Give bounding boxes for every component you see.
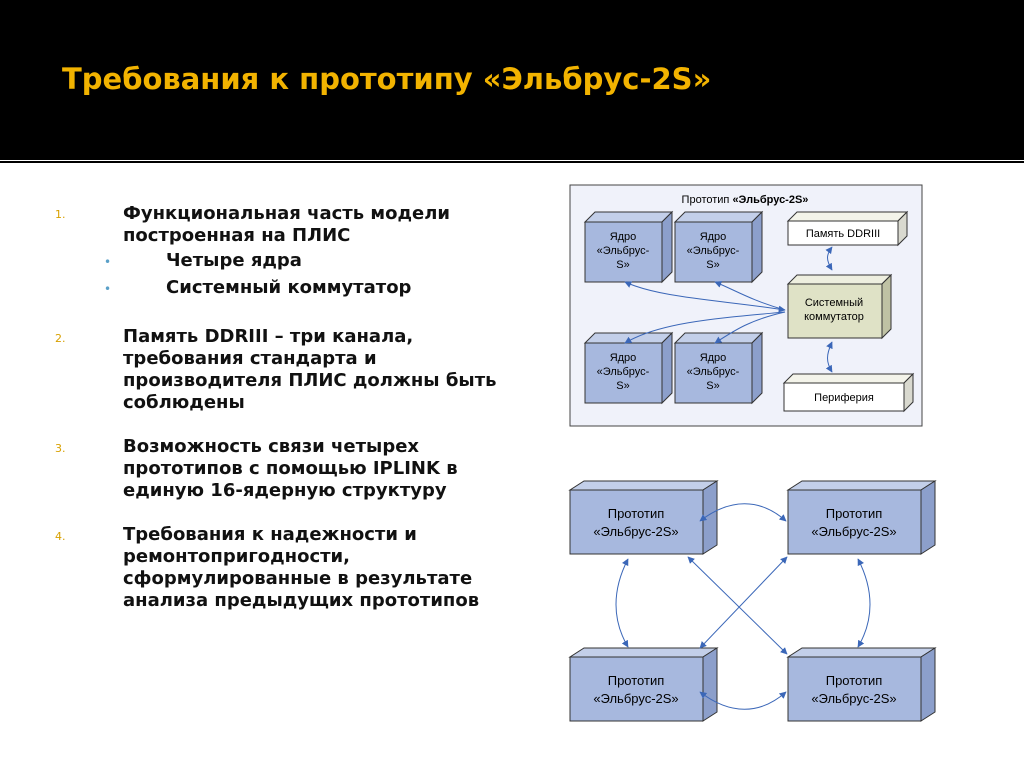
list-item-3-line-3: единую 16-ядерную структуру bbox=[123, 480, 447, 501]
svg-text:«Эльбрус-: «Эльбрус- bbox=[597, 366, 650, 378]
svg-text:Прототип: Прототип bbox=[608, 673, 665, 688]
svg-text:Ядро: Ядро bbox=[700, 352, 727, 364]
list-number-2: 2. bbox=[55, 332, 66, 345]
sub-item-2: Системный коммутатор bbox=[166, 277, 412, 298]
list-item-4-line-4: анализа предыдущих прототипов bbox=[123, 590, 480, 611]
svg-text:Системный: Системный bbox=[805, 297, 863, 309]
svg-text:«Эльбрус-: «Эльбрус- bbox=[687, 245, 740, 257]
list-item-4-text: Требования к надежности и ремонтопригодн… bbox=[123, 524, 513, 612]
iplink-connections bbox=[615, 503, 871, 710]
list-number-1: 1. bbox=[55, 208, 66, 221]
list-item-2-line-4: соблюдены bbox=[123, 392, 245, 413]
list-item-3-text: Возможность связи четырех прототипов с п… bbox=[123, 436, 513, 502]
bullet-icon: • bbox=[104, 282, 112, 296]
periphery-block: Периферия bbox=[782, 372, 915, 413]
svg-text:Прототип: Прототип bbox=[826, 506, 883, 521]
list-number-3: 3. bbox=[55, 442, 66, 455]
prototype-node-bottom-left: Прототип «Эльбрус-2S» bbox=[568, 647, 719, 722]
memory-block: Память DDRIII bbox=[786, 210, 909, 247]
svg-text:коммутатор: коммутатор bbox=[804, 311, 864, 323]
prototype-node-bottom-right: Прототип «Эльбрус-2S» bbox=[786, 647, 937, 722]
slide-title: Требования к прототипу «Эльбрус-2S» bbox=[62, 62, 712, 96]
svg-text:S»: S» bbox=[616, 380, 629, 392]
svg-text:S»: S» bbox=[616, 259, 629, 271]
core-cube-1: Ядро «Эльбрус- S» bbox=[583, 210, 674, 284]
svg-text:Периферия: Периферия bbox=[814, 392, 874, 404]
sub-item-1: Четыре ядра bbox=[166, 250, 302, 271]
list-item-4-line-1: Требования к надежности и bbox=[123, 524, 417, 545]
prototype-node-top-left: Прототип «Эльбрус-2S» bbox=[568, 480, 719, 555]
svg-text:Ядро: Ядро bbox=[700, 231, 727, 243]
svg-text:«Эльбрус-2S»: «Эльбрус-2S» bbox=[811, 524, 896, 539]
svg-text:«Эльбрус-2S»: «Эльбрус-2S» bbox=[593, 524, 678, 539]
bullet-icon: • bbox=[104, 255, 112, 269]
list-item-4-line-3: сформулированные в результате bbox=[123, 568, 473, 589]
list-item-4-line-2: ремонтопригодности, bbox=[123, 546, 351, 567]
svg-text:Прототип: Прототип bbox=[826, 673, 883, 688]
list-number-4: 4. bbox=[55, 530, 66, 543]
prototype-panel-title: Прототип «Эльбрус-2S» bbox=[682, 194, 809, 206]
svg-text:«Эльбрус-: «Эльбрус- bbox=[687, 366, 740, 378]
header-divider bbox=[0, 161, 1024, 163]
svg-text:S»: S» bbox=[706, 380, 719, 392]
list-item-2-line-3: производителя ПЛИС должны быть bbox=[123, 370, 497, 391]
svg-text:Прототип: Прототип bbox=[608, 506, 665, 521]
core-cube-3: Ядро «Эльбрус- S» bbox=[583, 331, 674, 405]
list-item-1-line-2: построенная на ПЛИС bbox=[123, 225, 351, 246]
slide-header bbox=[0, 0, 1024, 160]
prototype-connections bbox=[624, 246, 833, 373]
system-switch-block: Системный коммутатор bbox=[786, 273, 893, 340]
list-item-2-line-1: Память DDRIII – три канала, bbox=[123, 326, 414, 347]
list-item-2-text: Память DDRIII – три канала, требования с… bbox=[123, 326, 513, 414]
svg-text:Ядро: Ядро bbox=[610, 231, 637, 243]
svg-text:«Эльбрус-: «Эльбрус- bbox=[597, 245, 650, 257]
prototype-node-top-right: Прототип «Эльбрус-2S» bbox=[786, 480, 937, 555]
svg-text:Ядро: Ядро bbox=[610, 352, 637, 364]
core-cube-2: Ядро «Эльбрус- S» bbox=[673, 210, 764, 284]
svg-text:Память DDRIII: Память DDRIII bbox=[806, 228, 880, 240]
list-item-3-line-2: прототипов с помощью IPLINK в bbox=[123, 458, 458, 479]
list-item-1-line-1: Функциональная часть модели bbox=[123, 203, 450, 224]
core-cube-4: Ядро «Эльбрус- S» bbox=[673, 331, 764, 405]
svg-text:S»: S» bbox=[706, 259, 719, 271]
svg-text:«Эльбрус-2S»: «Эльбрус-2S» bbox=[593, 691, 678, 706]
list-item-2-line-2: требования стандарта и bbox=[123, 348, 377, 369]
svg-text:«Эльбрус-2S»: «Эльбрус-2S» bbox=[811, 691, 896, 706]
list-item-1-text: Функциональная часть модели построенная … bbox=[123, 203, 513, 247]
list-item-3-line-1: Возможность связи четырех bbox=[123, 436, 420, 457]
